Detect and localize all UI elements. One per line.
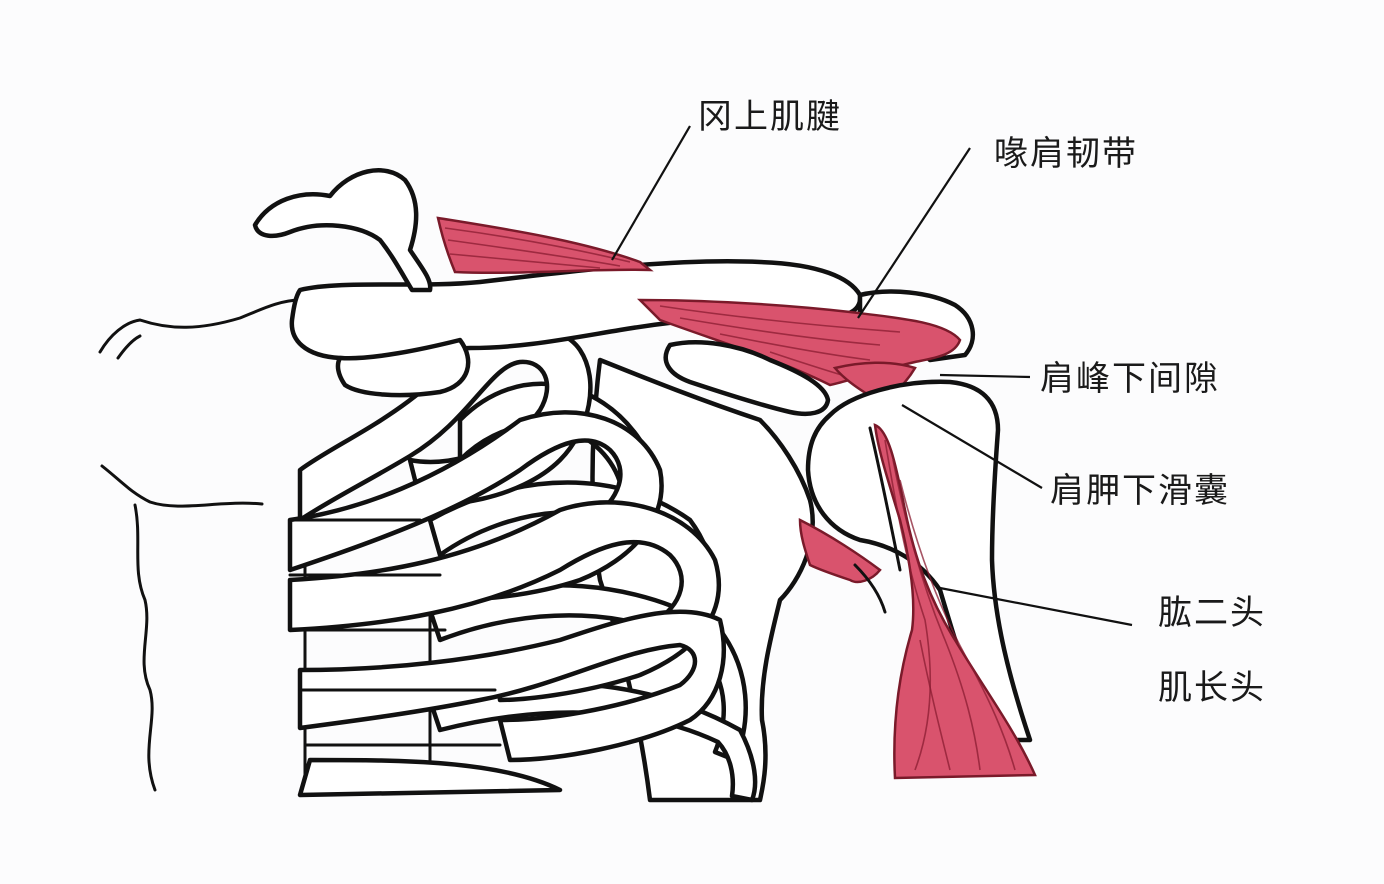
leader-biceps — [939, 586, 1133, 627]
rib-rungs — [288, 518, 502, 747]
biceps-fibers — [884, 439, 1016, 771]
leader-subacromial — [939, 373, 1031, 379]
leader-coracoacromial — [857, 147, 971, 319]
leader-subscapular — [901, 404, 1043, 489]
first-rib-neck — [335, 337, 471, 398]
neck-contour — [98, 298, 302, 360]
supraspinatus-fibers — [444, 227, 631, 269]
rib-front-4 — [297, 609, 726, 763]
label-biceps-long-head-line1: 肱二头 — [1158, 593, 1266, 633]
spine-outline — [100, 464, 264, 792]
coracoid-process — [252, 168, 433, 293]
rib-front-5 — [297, 757, 563, 798]
leader-supraspinatus — [611, 125, 691, 261]
label-biceps-long-head-line2: 肌长头 — [1158, 668, 1266, 708]
label-subacromial-space: 肩峰下间隙 — [1040, 359, 1220, 399]
biceps-tendon-outline — [868, 426, 902, 572]
glenoid-process — [663, 340, 831, 417]
supraspinatus-tendon — [436, 216, 654, 274]
bursa-outline — [853, 563, 887, 614]
subscapular-bursa — [798, 517, 882, 584]
label-supraspinatus-tendon: 冈上肌腱 — [698, 97, 842, 137]
label-subscapular-bursa: 肩胛下滑囊 — [1050, 471, 1230, 511]
label-coracoacromial-ligament: 喙肩韧带 — [994, 134, 1138, 174]
